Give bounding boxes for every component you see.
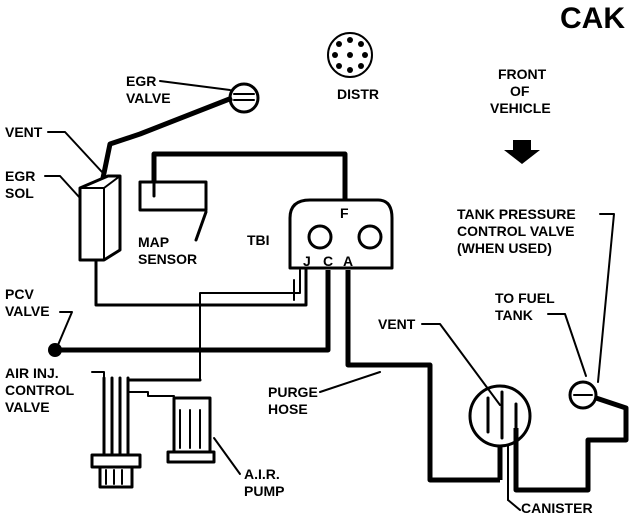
egr-valve-label-line2: VALVE — [126, 90, 171, 106]
to-fuel-tank-leader — [547, 313, 587, 377]
front-arrow-icon — [504, 140, 540, 164]
hose-tbi-j-to-air-inj — [199, 269, 301, 381]
map-sensor-label-line1: MAP — [138, 234, 169, 250]
front-label-line3: VEHICLE — [490, 100, 551, 116]
tank-valve-label-line3: (WHEN USED) — [457, 240, 552, 256]
air-pump-label-line2: PUMP — [244, 483, 284, 499]
purge-hose-leader — [319, 371, 381, 393]
egr-valve-label-line1: EGR — [126, 73, 156, 89]
map-sensor-leader — [194, 210, 208, 242]
tank-valve-label-line1: TANK PRESSURE — [457, 206, 576, 222]
pcv-valve — [48, 343, 62, 357]
tbi-bore-left — [307, 224, 333, 250]
hose-air-inj-to-pump — [127, 391, 175, 397]
hose-map-to-tbi — [151, 151, 348, 200]
vent-right-leader — [421, 323, 501, 406]
hose-tbi-c-to-pcv — [52, 270, 331, 353]
distributor-cap — [327, 32, 373, 78]
canister-label: CANISTER — [521, 500, 593, 514]
hose-canister-to-tank-valve — [513, 428, 591, 493]
tbi-label: TBI — [247, 232, 270, 248]
vent-right-label: VENT — [378, 316, 416, 332]
egr-valve-leader — [159, 80, 231, 91]
egr-sol-leader — [44, 175, 81, 199]
distributor-terminals — [332, 37, 368, 73]
map-sensor-label-line2: SENSOR — [138, 251, 197, 267]
tbi-port-j: J — [303, 253, 311, 269]
air-inj-label-line1: AIR INJ. — [5, 365, 59, 381]
hose-tank-valve-loop — [585, 395, 629, 460]
tank-pressure-control-valve — [568, 380, 598, 410]
tbi-bore-right — [357, 224, 383, 250]
distributor — [327, 32, 373, 78]
pcv-leader — [57, 311, 73, 346]
air-pump — [166, 396, 216, 464]
diagram-code: CAK — [560, 2, 625, 35]
to-fuel-tank-label-line1: TO FUEL — [495, 290, 555, 306]
to-fuel-tank-label-line2: TANK — [495, 307, 533, 323]
canister — [468, 384, 532, 448]
tbi-port-c: C — [323, 253, 333, 269]
tbi-unit — [288, 198, 394, 270]
egr-solenoid — [78, 174, 122, 262]
map-sensor — [138, 180, 208, 212]
air-inj-label-line2: CONTROL — [5, 382, 75, 398]
purge-hose-label-line1: PURGE — [268, 384, 318, 400]
front-label-line2: OF — [510, 83, 530, 99]
air-pump-leader — [213, 437, 241, 475]
tank-valve-leader — [597, 213, 615, 383]
air-inj-control-valve — [90, 376, 142, 489]
egr-sol-label-line1: EGR — [5, 168, 35, 184]
tbi-port-a: A — [343, 253, 353, 269]
vent-left-label: VENT — [5, 124, 43, 140]
egr-sol-label-line2: SOL — [5, 185, 34, 201]
hose-tbi-a-to-canister — [345, 270, 500, 483]
hose-egr-valve-to-sol — [100, 95, 233, 179]
purge-hose-label-line2: HOSE — [268, 401, 308, 417]
pcv-label-line2: VALVE — [5, 303, 50, 319]
egr-valve-body — [228, 82, 260, 114]
tank-valve-label-line2: CONTROL VALVE — [457, 223, 574, 239]
air-inj-label-line3: VALVE — [5, 399, 50, 415]
tbi-port-f: F — [340, 205, 349, 221]
air-pump-label-line1: A.I.R. — [244, 466, 280, 482]
distr-label: DISTR — [337, 86, 379, 102]
egr-valve — [228, 82, 260, 114]
front-label-line1: FRONT — [498, 66, 547, 82]
air-inj-leader — [91, 371, 105, 381]
pcv-label-line1: PCV — [5, 286, 34, 302]
vent-left-leader — [47, 131, 103, 173]
